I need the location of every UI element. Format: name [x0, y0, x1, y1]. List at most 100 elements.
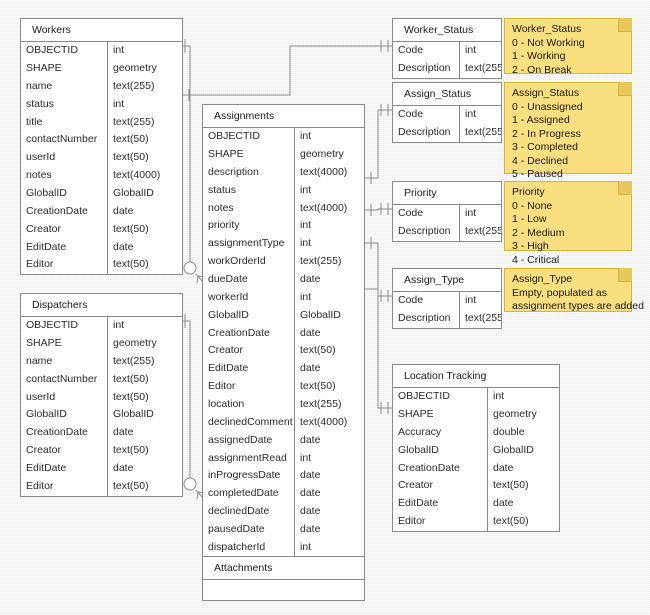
field-type: date: [113, 461, 134, 474]
field-type: text(255): [465, 311, 501, 324]
field-type: text(4000): [300, 415, 348, 428]
field-name: Creator: [21, 220, 108, 239]
connector-workers-assignments: [183, 39, 191, 268]
note-line: 4 - Declined: [512, 154, 569, 167]
field-name: completedDate: [203, 485, 295, 504]
field-name: EditDate: [203, 360, 295, 379]
field-name: notes: [21, 167, 108, 185]
field-name: SHAPE: [393, 405, 488, 424]
field-type: int: [113, 319, 125, 332]
field-name: Creator: [21, 442, 108, 460]
note-line: 1 - Low: [512, 213, 547, 226]
field-name: Description: [393, 59, 460, 78]
field-name: Description: [393, 222, 460, 241]
field-type: GlobalID: [300, 308, 341, 321]
note-line: 3 - Completed: [512, 141, 578, 154]
note-line: 2 - Medium: [512, 226, 565, 239]
field-name: inProgressDate: [203, 467, 295, 486]
field-type: geometry: [113, 61, 157, 74]
field-name: dueDate: [203, 270, 295, 289]
field-type: int: [113, 44, 125, 57]
field-row: Editor text(50): [203, 378, 364, 396]
field-name: Editor: [21, 477, 108, 496]
field-type: geometry: [113, 336, 157, 349]
field-name: Accuracy: [393, 423, 488, 442]
field-row: Accuracy double: [393, 423, 559, 442]
note-line: 2 - In Progress: [512, 127, 581, 140]
field-name: description: [203, 163, 295, 182]
field-name: contactNumber: [21, 131, 108, 150]
connector-workers-worker-status: [183, 40, 392, 101]
field-type: date: [113, 240, 134, 253]
field-type: double: [493, 425, 525, 438]
field-name: status: [21, 95, 108, 114]
field-type: int: [300, 290, 312, 303]
field-name: userId: [21, 149, 108, 168]
field-type: date: [300, 505, 321, 518]
field-type: text(50): [300, 380, 336, 393]
field-name: Creator: [203, 342, 295, 361]
field-name: EditDate: [21, 459, 108, 478]
field-name: OBJECTID: [21, 42, 108, 60]
note-fold-corner-icon: [618, 181, 632, 195]
entity-title-dispatchers: Dispatchers: [21, 294, 182, 318]
field-type: GlobalID: [493, 443, 534, 456]
field-name: GlobalID: [393, 441, 488, 460]
connector-assignments-assign-status: [365, 104, 392, 184]
field-name: OBJECTID: [393, 388, 488, 406]
connector-dispatchers-assignments: [183, 314, 191, 484]
note-line: 2 - On Break: [512, 63, 572, 76]
entity-attachments[interactable]: Attachments: [202, 556, 365, 602]
field-type: text(255): [113, 115, 155, 128]
field-name: GlobalID: [21, 406, 108, 425]
field-type: text(255): [465, 125, 501, 138]
field-type: text(255): [465, 61, 501, 74]
field-type: text(255): [113, 354, 155, 367]
field-name: SHAPE: [203, 145, 295, 164]
field-name: Editor: [203, 378, 295, 396]
field-type: int: [300, 130, 312, 143]
field-type: int: [300, 451, 312, 464]
field-type: int: [465, 294, 477, 307]
field-type: date: [300, 326, 321, 339]
field-type: text(50): [113, 258, 149, 271]
note-line: Assign_Type: [512, 273, 573, 285]
